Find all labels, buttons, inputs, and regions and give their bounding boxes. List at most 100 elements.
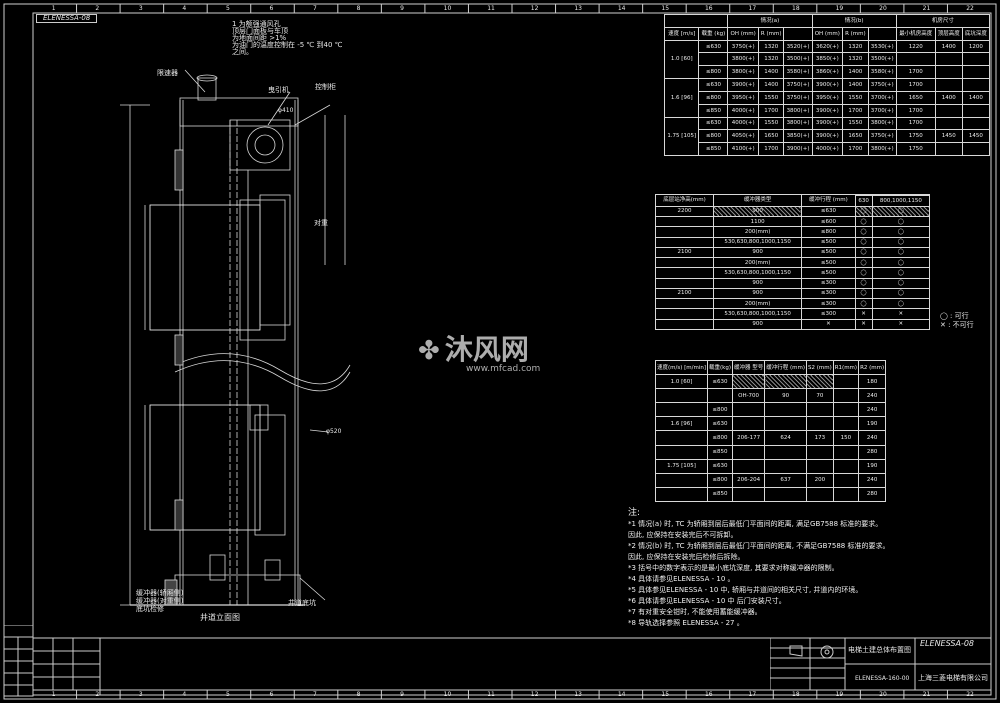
title-block-lines — [770, 638, 991, 690]
table-cell: 最小机房高度 — [895, 26, 936, 41]
ruler-number: 17 — [748, 5, 757, 12]
table-cell — [783, 26, 813, 41]
table-cell: ◯ — [854, 246, 873, 259]
table-cell: 载重(kg) — [707, 359, 733, 376]
ruler-number: 13 — [574, 691, 582, 698]
table-cell — [961, 78, 991, 92]
table-cell — [961, 116, 991, 131]
ruler-number: 12 — [530, 691, 539, 698]
table-cell — [655, 277, 714, 289]
sheet-info-block — [33, 638, 100, 690]
table-cell: 3800(+) — [783, 116, 813, 131]
ruler-number: 6 — [269, 691, 274, 698]
table-cell: 3900(+) — [811, 129, 844, 144]
ruler-number: 20 — [879, 5, 887, 12]
ruler-number: 18 — [792, 5, 800, 12]
table-cell: 3900(+) — [811, 78, 844, 92]
table-cell: 2200 — [655, 205, 714, 217]
table-cell: 3750(+) — [867, 129, 897, 144]
ruler-number: 1 — [51, 691, 56, 698]
note-item: *6 具体请参见ELENESSA - 10 中 后门安装尺寸。 — [628, 597, 786, 605]
table-cell — [832, 472, 860, 488]
note-item: 因此, 应保持在安装完后不可拆卸。 — [628, 531, 738, 539]
table-cell: 1100 — [712, 215, 803, 228]
table-cell: ≤630 — [707, 416, 733, 432]
ruler-number: 22 — [966, 691, 974, 698]
table-cell: 206-177 — [731, 430, 766, 446]
watermark-brand: 沐风网 — [444, 333, 529, 366]
table-cell: 150 — [832, 430, 860, 446]
table-cell — [731, 444, 766, 460]
table-cell: 3900(+) — [727, 78, 759, 92]
table-cell — [832, 374, 860, 390]
title-small-code: ELENESSA-160-00 — [855, 675, 910, 682]
table-cell: 顶层高度 — [934, 26, 963, 41]
legend-pit: 底坑检修 — [136, 605, 164, 613]
watermark-url: www.mfcad.com — [466, 364, 541, 374]
table-cell: 280 — [858, 486, 887, 503]
table-cell — [731, 374, 766, 390]
table-cell: 200(mm) — [712, 298, 803, 310]
table-cell — [832, 458, 860, 474]
table-cell: 3860(+) — [811, 65, 844, 80]
table-cell: ◯ — [854, 226, 873, 238]
table-pit-buffer: 速度(m/s) [m/min]载重(kg)缓冲器 型号缓冲行程 (mm)S2 (… — [655, 359, 887, 503]
table-cell: 1550 — [757, 90, 785, 105]
table-cell: ≤500 — [801, 246, 856, 259]
table-cell: 3750(+) — [783, 90, 813, 105]
ruler-number: 2 — [95, 5, 100, 12]
table-cell: 90 — [764, 388, 807, 404]
table-cell: 3580(+) — [867, 65, 897, 80]
table-cell: ≤300 — [801, 298, 856, 310]
note-item: *1 情况(a) 时, TC 为轿厢到层后最低门平面间的距离, 满足GB7588… — [628, 520, 883, 528]
table-cell: 4000(+) — [727, 116, 759, 131]
table-cell: ◯ — [871, 277, 931, 289]
table-cell — [655, 486, 708, 503]
ruler-number: 11 — [487, 5, 495, 12]
table-cell: 3800(+) — [867, 142, 897, 156]
table-cell: 1650 — [895, 90, 936, 105]
table-cell: 530,630,800,1000,1150 — [712, 236, 803, 248]
table-cell: 3530(+) — [867, 39, 897, 54]
table-cell — [764, 444, 807, 460]
ruler-number: 19 — [835, 5, 844, 12]
table-cell: 1700 — [757, 142, 785, 156]
table-cell — [805, 444, 834, 460]
note-item: *5 具体参见ELENESSA - 10 中, 轿厢与井道间的相关尺寸, 井道内… — [628, 586, 863, 594]
label-traction: 曳引机 — [268, 86, 289, 94]
table-cell: 1550 — [842, 90, 869, 105]
table-cell: 1700 — [757, 103, 785, 118]
table-row: 200(mm)≤500◯◯ — [655, 257, 931, 269]
table-cell: 3500(+) — [867, 52, 897, 67]
table-cell — [655, 308, 714, 320]
table-cell: 1550 — [757, 116, 785, 131]
table-cell: 3950(+) — [811, 90, 844, 105]
table-cell: R (mm) — [842, 26, 869, 41]
table-cell: ◯ — [854, 236, 873, 248]
table-row: 200(mm)≤300◯◯ — [655, 298, 931, 310]
table-cell: ✕ — [801, 318, 856, 331]
table-cell: ≤600 — [801, 215, 856, 228]
table-cell: ◯ — [871, 205, 931, 217]
ruler-number: 3 — [138, 691, 143, 698]
drawing-tag: ELENESSA-08 — [36, 14, 98, 23]
table-cell: 3700(+) — [867, 103, 897, 118]
ruler-number: 19 — [835, 691, 844, 698]
table-cell — [655, 402, 708, 418]
ruler-number: 20 — [879, 691, 887, 698]
table-cell: 1320 — [757, 39, 785, 54]
table-cell — [764, 374, 807, 390]
table-cell: 240 — [858, 472, 887, 488]
table-cell: 637 — [764, 472, 807, 488]
ruler-number: 6 — [269, 5, 274, 12]
table-cell — [655, 298, 714, 310]
ruler-number: 9 — [400, 691, 404, 698]
table-cell: 缓冲行程 (mm) — [764, 359, 807, 376]
table-cell: 200 — [805, 472, 834, 488]
table-cell: 1400 — [757, 78, 785, 92]
ruler-number: 10 — [443, 691, 452, 698]
table-cell: ◯ — [871, 287, 931, 300]
table-cell — [934, 52, 963, 67]
table-cell — [961, 142, 991, 156]
